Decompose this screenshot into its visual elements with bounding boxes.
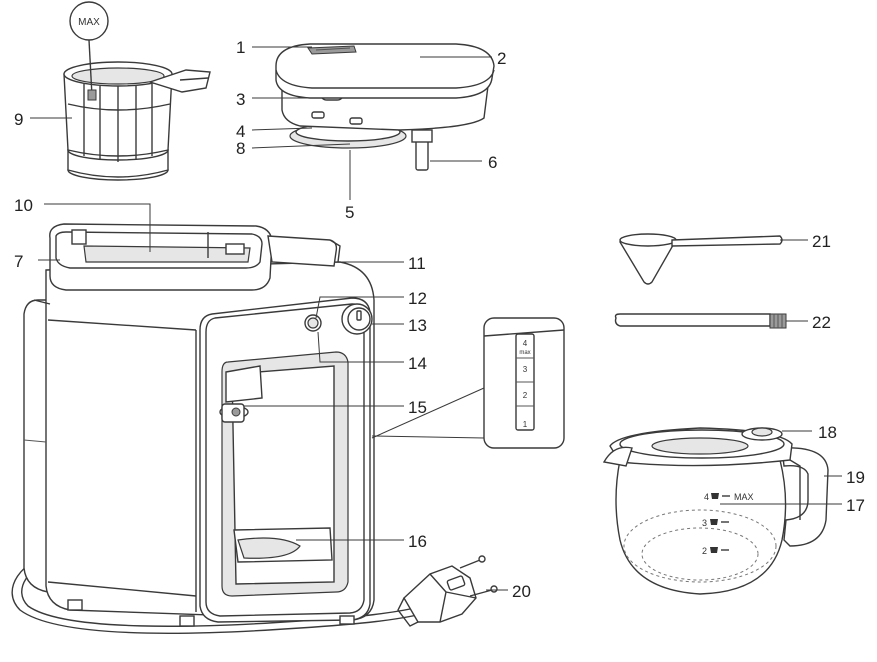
- callout-12: 12: [408, 289, 427, 308]
- callout-15: 15: [408, 398, 427, 417]
- callout-21: 21: [812, 232, 831, 251]
- vent-slots-icon: [307, 45, 357, 55]
- gauge-mark-max: max: [519, 350, 530, 356]
- callout-5: 5: [345, 203, 354, 222]
- filter-basket: [63, 1, 211, 181]
- callout-11: 11: [408, 254, 426, 273]
- gauge-mark-4: 4: [523, 339, 528, 348]
- cleaning-brush: [614, 313, 787, 329]
- power-button[interactable]: [304, 314, 322, 332]
- callout-16: 16: [408, 532, 427, 551]
- coffee-maker-body: [23, 261, 375, 627]
- water-level-inset: [371, 317, 565, 449]
- callout-2: 2: [497, 49, 506, 68]
- callout-22: 22: [812, 313, 831, 332]
- water-tank-top: [49, 223, 273, 291]
- carafe-level-3-number: 3: [702, 518, 707, 528]
- callout-6: 6: [488, 153, 497, 172]
- callout-4: 4: [236, 122, 245, 141]
- callout-9: 9: [14, 110, 23, 129]
- leader-lines: [30, 46, 842, 591]
- lid-assembly: [275, 43, 495, 171]
- measuring-spoon: [618, 233, 783, 285]
- power-cord: [11, 549, 431, 635]
- callout-20: 20: [512, 582, 531, 601]
- cup-icon: [710, 493, 719, 553]
- callout-7: 7: [14, 252, 23, 271]
- carafe-max-label: MAX: [734, 492, 754, 502]
- hinge-lid-handle: [267, 235, 341, 267]
- gauge-mark-2: 2: [523, 391, 528, 400]
- callout-8: 8: [236, 139, 245, 158]
- carafe-level-4-number: 4: [704, 492, 709, 502]
- gauge-mark-3: 3: [523, 365, 528, 374]
- callout-10: 10: [14, 196, 33, 215]
- filter-max-label: MAX: [78, 17, 100, 28]
- callout-13: 13: [408, 316, 427, 335]
- callout-17: 17: [846, 496, 865, 515]
- callout-14: 14: [408, 354, 427, 373]
- gauge-mark-1: 1: [523, 420, 528, 429]
- carafe-level-2-number: 2: [702, 546, 707, 556]
- callout-1: 1: [236, 38, 245, 57]
- callout-19: 19: [846, 468, 865, 487]
- callout-18: 18: [818, 423, 837, 442]
- power-plug: [397, 555, 498, 627]
- carafe-dashes: [721, 495, 730, 551]
- strength-knob[interactable]: [341, 303, 373, 335]
- glass-carafe: [602, 427, 829, 595]
- callout-3: 3: [236, 90, 245, 109]
